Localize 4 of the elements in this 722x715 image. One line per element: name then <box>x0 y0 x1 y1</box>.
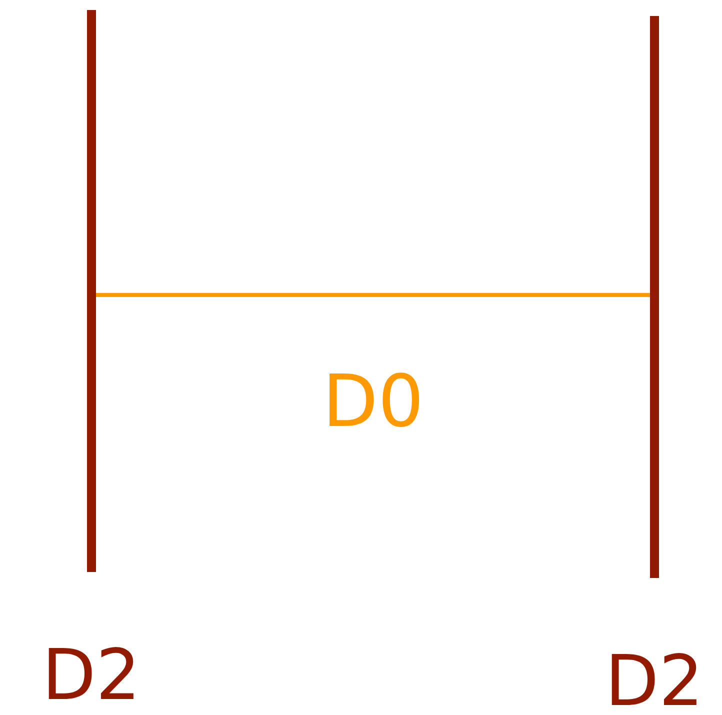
brane-label: D2 <box>42 640 140 710</box>
brane-label: D2 <box>605 646 704 715</box>
string-line <box>96 293 650 297</box>
edge-label: D0 <box>322 365 424 437</box>
